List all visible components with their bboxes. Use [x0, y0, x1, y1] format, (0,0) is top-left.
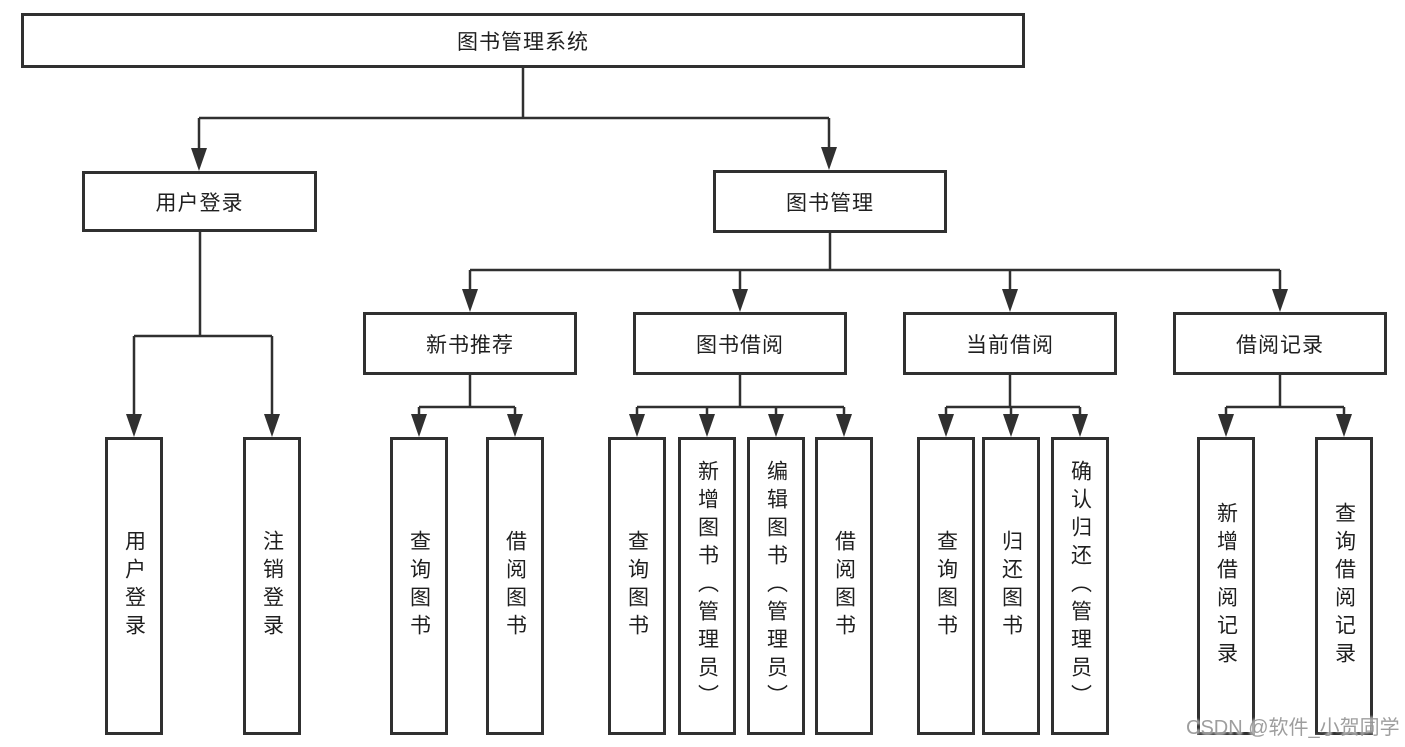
node-leaf-borrow-books-1: 借阅图书 [486, 437, 544, 735]
node-label: 借阅记录 [1236, 333, 1324, 357]
node-leaf-confirm-return-admin: 确认归还（管理员） [1051, 437, 1109, 735]
node-label: 查询图书 [625, 530, 649, 642]
node-current-borrow: 当前借阅 [903, 312, 1117, 375]
node-label: 借阅图书 [832, 530, 856, 642]
node-leaf-return-books: 归还图书 [982, 437, 1040, 735]
node-label: 编辑图书（管理员） [764, 460, 788, 712]
node-new-book-recommend: 新书推荐 [363, 312, 577, 375]
node-leaf-query-books-3: 查询图书 [917, 437, 975, 735]
node-label: 新书推荐 [426, 333, 514, 357]
node-user-login: 用户登录 [82, 171, 317, 232]
node-label: 用户登录 [122, 530, 146, 642]
node-leaf-query-books-2: 查询图书 [608, 437, 666, 735]
node-leaf-edit-books-admin: 编辑图书（管理员） [747, 437, 805, 735]
node-label: 新增借阅记录 [1214, 502, 1238, 670]
node-leaf-add-books-admin: 新增图书（管理员） [678, 437, 736, 735]
node-label: 确认归还（管理员） [1068, 460, 1092, 712]
arrowheads [126, 147, 1352, 437]
node-borrow-record: 借阅记录 [1173, 312, 1387, 375]
node-leaf-user-login: 用户登录 [105, 437, 163, 735]
node-label: 查询借阅记录 [1332, 502, 1356, 670]
node-label: 新增图书（管理员） [695, 460, 719, 712]
node-label: 查询图书 [407, 530, 431, 642]
node-library-management-system: 图书管理系统 [21, 13, 1025, 68]
node-label: 归还图书 [999, 530, 1023, 642]
node-label: 图书管理 [786, 191, 874, 215]
node-leaf-query-books-1: 查询图书 [390, 437, 448, 735]
node-leaf-logout: 注销登录 [243, 437, 301, 735]
node-label: 用户登录 [155, 191, 244, 215]
node-leaf-query-borrow-record: 查询借阅记录 [1315, 437, 1373, 735]
node-label: 查询图书 [934, 530, 958, 642]
node-label: 借阅图书 [503, 530, 527, 642]
node-book-borrow: 图书借阅 [633, 312, 847, 375]
csdn-watermark: CSDN @软件_小贺同学 [1186, 717, 1400, 739]
node-label: 图书借阅 [696, 333, 784, 357]
node-label: 图书管理系统 [457, 30, 589, 54]
node-leaf-add-borrow-record: 新增借阅记录 [1197, 437, 1255, 735]
node-book-management: 图书管理 [713, 170, 947, 233]
node-label: 当前借阅 [966, 333, 1054, 357]
node-label: 注销登录 [260, 530, 284, 642]
node-leaf-borrow-books-2: 借阅图书 [815, 437, 873, 735]
